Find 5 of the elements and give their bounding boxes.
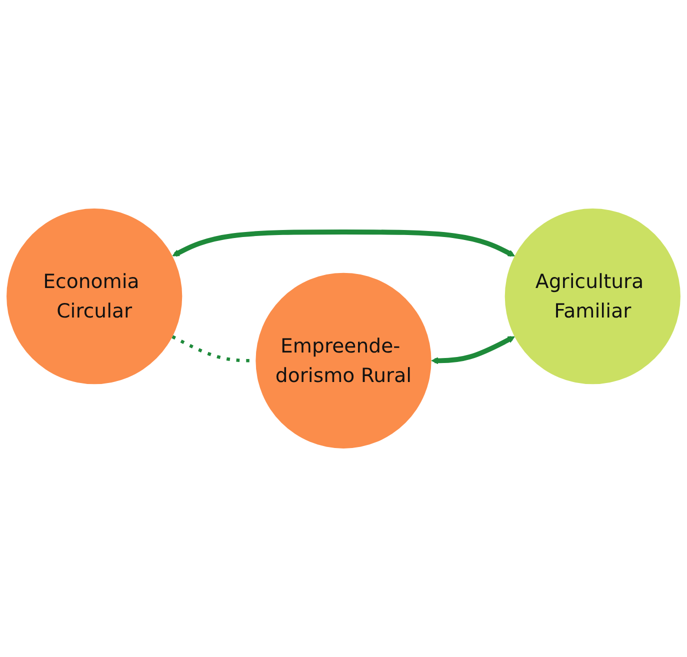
arrow [172, 230, 515, 257]
node-circle: Empreende- dorismo Rural [256, 272, 432, 448]
node-circle: Agricultura Familiar [504, 208, 680, 384]
arrow [431, 336, 515, 364]
node-circle: Economia Circular [6, 208, 182, 384]
